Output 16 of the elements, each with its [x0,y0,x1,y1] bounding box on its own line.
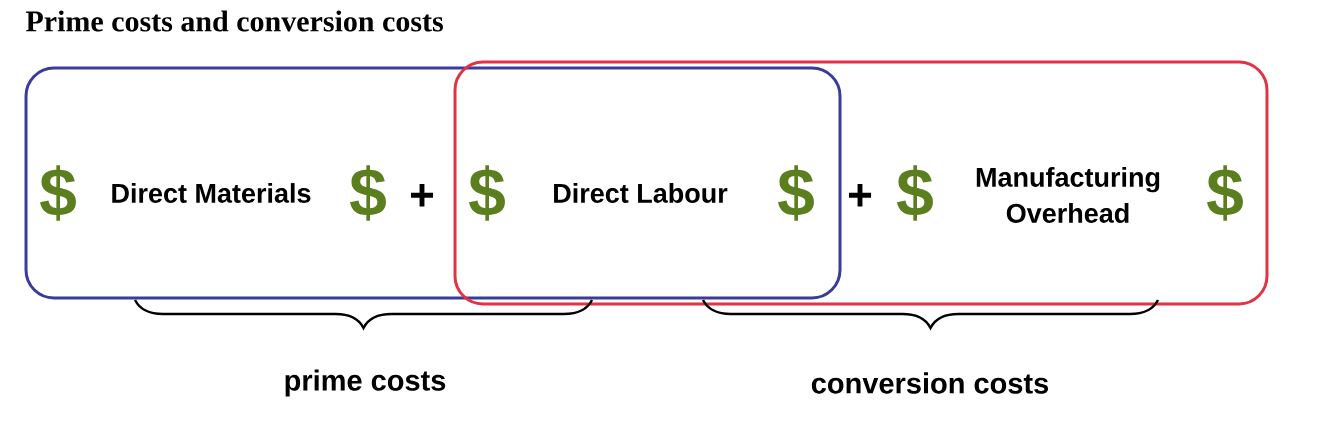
dollar-sign: $ [350,165,386,221]
plus-sign: + [849,184,872,207]
dollar-sign: $ [40,165,76,221]
dollar-sign: $ [469,165,505,221]
cost-label: Direct Labour [554,183,728,203]
brace-label: prime costs [285,369,446,397]
plus-sign: + [411,184,434,207]
brace-label: conversion costs [811,372,1049,394]
cost-group-box [453,60,1269,306]
cost-label: Manufacturing Overhead [976,167,1160,223]
dollar-sign: $ [1207,165,1243,221]
dollar-sign: $ [897,165,933,221]
title: Prime costs and conversion costs [25,10,443,32]
cost-label: Direct Materials [112,183,311,203]
cost-group-box [24,66,842,300]
dollar-sign: $ [778,165,814,221]
